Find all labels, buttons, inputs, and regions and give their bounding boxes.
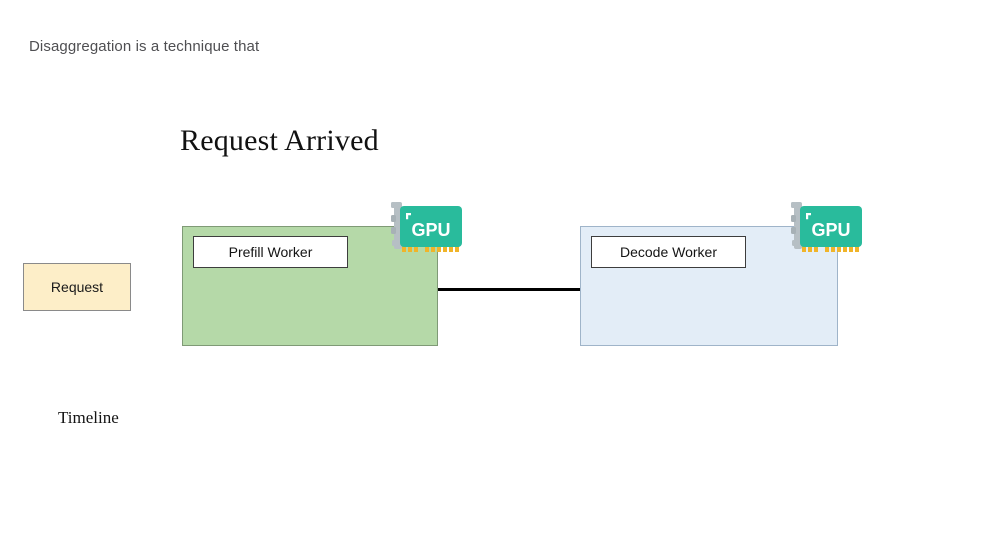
prefill-worker-label: Prefill Worker <box>228 244 313 260</box>
decode-worker-label-box: Decode Worker <box>591 236 746 268</box>
request-box-label: Request <box>50 279 104 295</box>
caption-text: Disaggregation is a technique that <box>29 38 260 55</box>
gpu-corner-mark-icon <box>406 213 411 220</box>
gpu-icon: GPU <box>791 200 863 258</box>
gpu-corner-mark-icon <box>806 213 811 220</box>
timeline-label: Timeline <box>58 408 119 427</box>
gpu-pins-icon <box>802 246 859 252</box>
gpu-icon-text: GPU <box>811 220 850 240</box>
gpu-icon: GPU <box>391 200 463 258</box>
gpu-icon-text: GPU <box>411 220 450 240</box>
gpu-card-body-icon <box>800 206 862 247</box>
decode-worker-label: Decode Worker <box>619 244 717 260</box>
request-box: Request <box>23 263 131 311</box>
worker-connector-line <box>438 288 580 291</box>
gpu-card-body-icon <box>400 206 462 247</box>
prefill-worker-label-box: Prefill Worker <box>193 236 348 268</box>
gpu-pins-icon <box>402 246 459 252</box>
page-title: Request Arrived <box>180 124 379 157</box>
